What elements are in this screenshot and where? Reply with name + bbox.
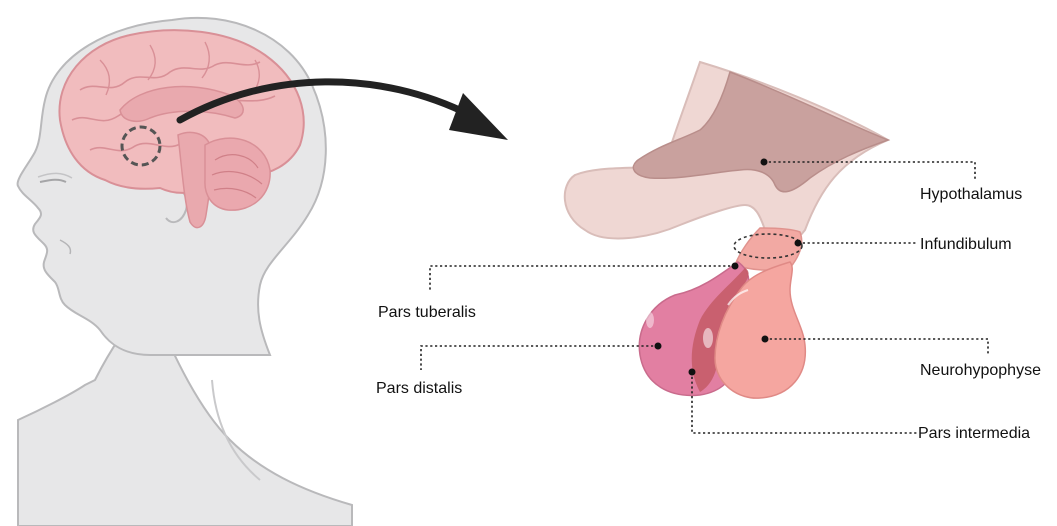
label-hypothalamus: Hypothalamus: [920, 186, 1022, 203]
label-pars-intermedia: Pars intermedia: [918, 425, 1030, 442]
pituitary-gland-icon: [565, 62, 888, 398]
pars-intermedia-dot: [689, 369, 696, 376]
pars-tuberalis-dot: [732, 263, 739, 270]
pars-tuberalis-leader: [430, 266, 735, 290]
pars-distalis-leader: [421, 346, 658, 370]
label-pars-distalis: Pars distalis: [376, 380, 462, 397]
infundibulum-dot: [795, 240, 802, 247]
label-pars-tuberalis: Pars tuberalis: [378, 304, 476, 321]
pars-distalis-dot: [655, 343, 662, 350]
neurohypophyse-dot: [762, 336, 769, 343]
label-neurohypophyse: Neurohypophyse: [920, 362, 1041, 379]
hypothalamus-dot: [761, 159, 768, 166]
label-infundibulum: Infundibulum: [920, 236, 1012, 253]
